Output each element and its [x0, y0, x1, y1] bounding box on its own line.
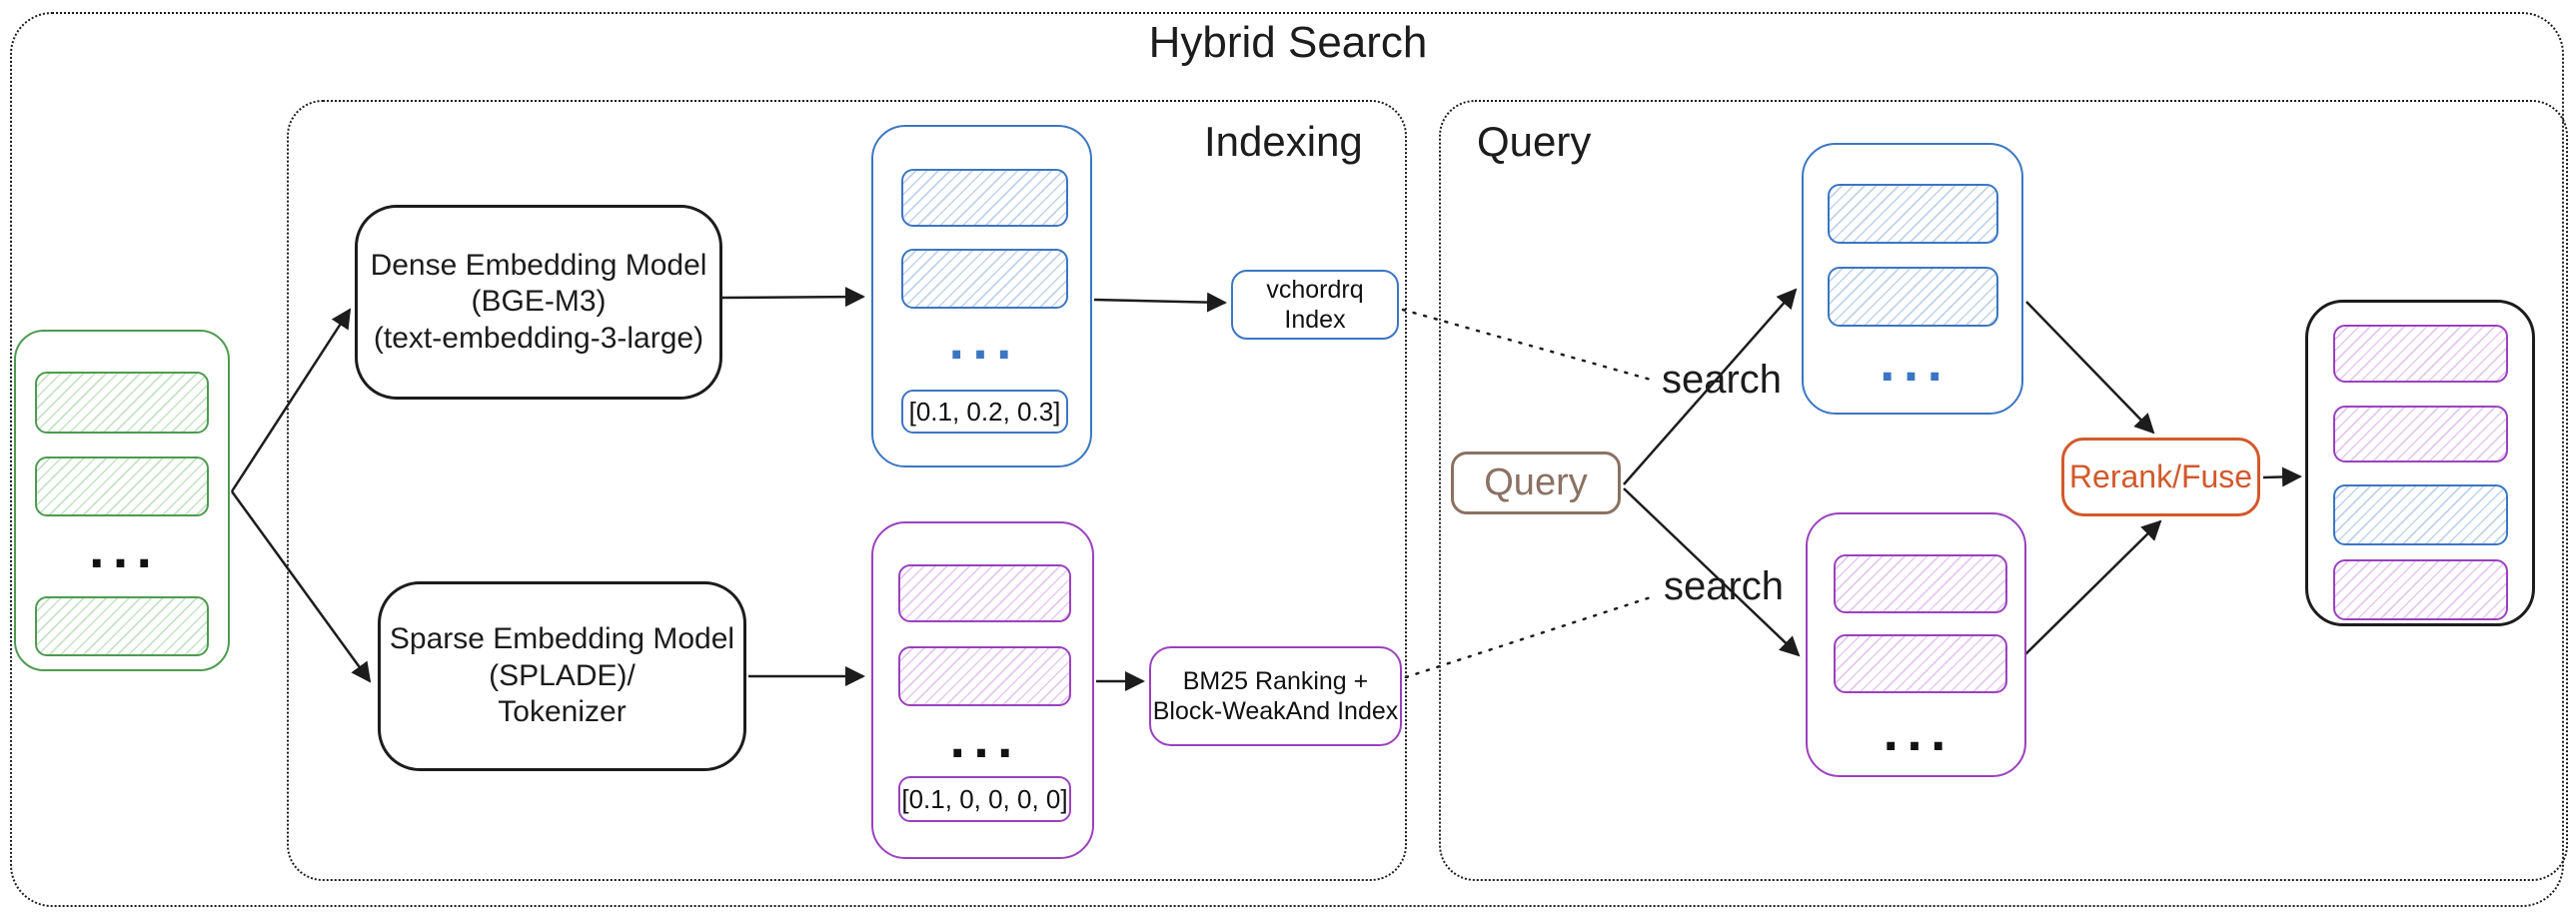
dense-model-line2: (BGE-M3) [471, 285, 607, 319]
dense-vector-chip [901, 169, 1068, 227]
sparse-model-line2: (SPLADE)/ [489, 658, 636, 692]
query-node-label: Query [1484, 461, 1588, 504]
sparse-embedding-model-node: Sparse Embedding Model (SPLADE)/ Tokeniz… [378, 581, 746, 771]
dense-vector-chip [901, 249, 1068, 309]
dense-embedding-model-node: Dense Embedding Model (BGE-M3) (text-emb… [355, 205, 722, 400]
fused-result-chip [2333, 325, 2508, 383]
sparse-result-chip [1834, 634, 2007, 693]
query-dense-results-container: ... [1802, 143, 2023, 415]
vchordrq-index-node: vchordrq Index [1231, 270, 1399, 340]
hybrid-search-frame [10, 12, 2564, 907]
query-frame [1439, 100, 2568, 881]
fused-result-chip [2333, 484, 2508, 545]
doc-chip [35, 457, 209, 516]
sparse-vectors-container: ... [0.1, 0, 0, 0, 0] [871, 521, 1094, 859]
sparse-vector-chip [898, 646, 1071, 706]
search-dense-label: search [1661, 358, 1783, 402]
search-sparse-label: search [1663, 564, 1785, 608]
sparse-index-line1: BM25 Ranking + [1182, 666, 1369, 695]
fused-result-chip [2333, 406, 2508, 462]
sparse-model-line1: Sparse Embedding Model [389, 622, 735, 656]
dense-vector-sample: [0.1, 0.2, 0.3] [901, 390, 1068, 434]
sparse-vector-sample: [0.1, 0, 0, 0, 0] [898, 776, 1071, 822]
sparse-model-line3: Tokenizer [498, 695, 627, 729]
query-node: Query [1451, 452, 1621, 514]
query-section-label: Query [1477, 118, 1592, 165]
sparse-result-chip [1834, 554, 2007, 613]
diagram-title: Hybrid Search [1148, 18, 1428, 67]
sparse-index-line2: Block-WeakAnd Index [1152, 697, 1399, 725]
fused-results-container [2305, 300, 2535, 626]
doc-chip [35, 372, 209, 434]
dense-vectors-container: ... [0.1, 0.2, 0.3] [871, 125, 1092, 467]
rerank-fuse-label: Rerank/Fuse [2068, 458, 2253, 494]
dense-result-chip [1828, 267, 1998, 327]
query-sparse-results-container: ... [1806, 512, 2026, 777]
dense-model-line1: Dense Embedding Model [370, 248, 707, 282]
source-docs-container: ... [14, 330, 230, 671]
fused-result-chip [2333, 559, 2508, 620]
sparse-vector-chip [898, 564, 1071, 622]
rerank-fuse-node: Rerank/Fuse [2061, 438, 2260, 516]
indexing-section-label: Indexing [1204, 118, 1363, 165]
dense-index-line1: vchordrq [1266, 275, 1364, 304]
dense-model-line3: (text-embedding-3-large) [373, 321, 704, 355]
dense-result-chip [1828, 184, 1998, 244]
doc-chip [35, 596, 209, 656]
bm25-index-node: BM25 Ranking + Block-WeakAnd Index [1149, 646, 1402, 746]
dense-index-line2: Index [1284, 306, 1346, 334]
